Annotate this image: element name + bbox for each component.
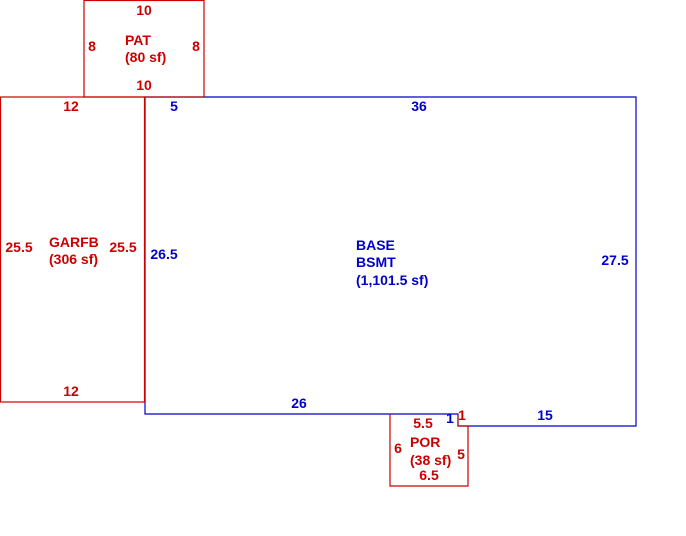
pat-dim-right: 8	[192, 38, 200, 54]
garfb-dim-right: 25.5	[109, 239, 136, 255]
garfb-area-label: (306 sf)	[49, 251, 98, 267]
base-area-label: (1,101.5 sf)	[356, 272, 428, 288]
base-subcode-label: BSMT	[356, 254, 396, 270]
por-outline	[389, 414, 469, 487]
pat-dim-bottom: 10	[136, 77, 152, 93]
pat-area-label: (80 sf)	[125, 49, 166, 65]
por-dim-right: 5	[457, 446, 465, 462]
base-dim-bottom-right: 15	[537, 407, 553, 423]
garfb-outline	[0, 96, 146, 403]
garfb-code-label: GARFB	[49, 234, 99, 250]
pat-code-label: PAT	[125, 32, 151, 48]
por-code-label: POR	[410, 434, 440, 450]
garfb-dim-top: 12	[63, 98, 79, 114]
pat-dim-left: 8	[88, 38, 96, 54]
garfb-dim-left: 25.5	[5, 239, 32, 255]
base-dim-bottom-left: 26	[291, 395, 307, 411]
por-area-label: (38 sf)	[410, 452, 451, 468]
base-dim-step: 1	[446, 410, 454, 426]
por-dim-bottom: 6.5	[419, 467, 439, 483]
base-dim-top-short: 5	[170, 98, 178, 114]
base-code-label: BASE	[356, 237, 395, 253]
base-dim-right: 27.5	[601, 252, 628, 268]
por-dim-left: 6	[394, 440, 402, 456]
garfb-dim-bottom: 12	[63, 383, 79, 399]
por-dim-step: 1	[458, 407, 466, 423]
por-dim-top: 5.5	[413, 415, 433, 431]
pat-dim-top: 10	[136, 2, 152, 18]
base-dim-top: 36	[411, 98, 427, 114]
base-dim-left: 26.5	[150, 246, 177, 262]
